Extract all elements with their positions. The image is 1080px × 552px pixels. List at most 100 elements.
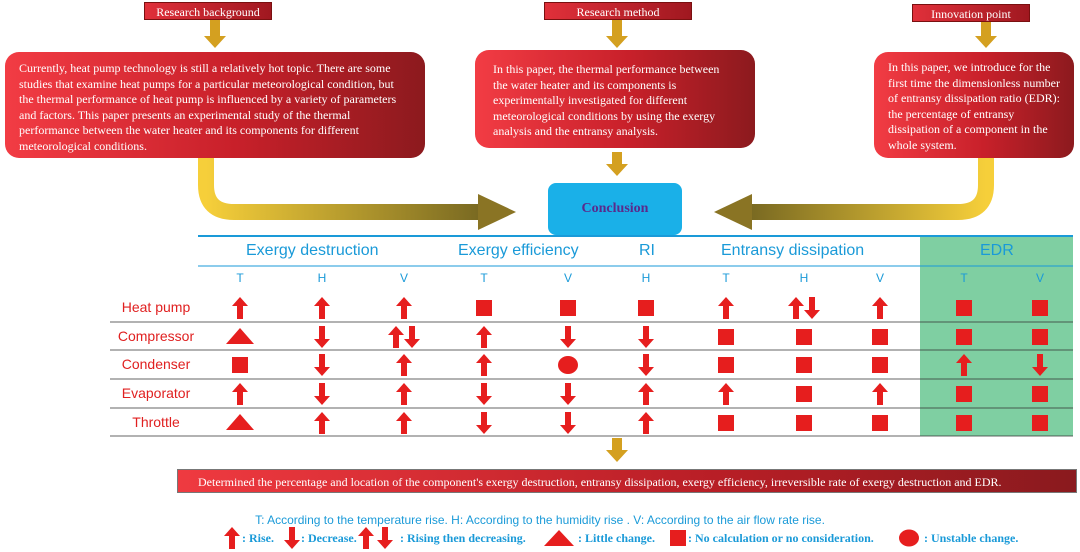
summary-bar: Determined the percentage and location o… (177, 469, 1077, 493)
sub-header-t: T (722, 271, 730, 285)
decrease-arrow-icon (560, 412, 576, 434)
sub-header-h: H (799, 271, 809, 285)
rise-arrow-icon (314, 412, 330, 434)
right-curved-arrow (752, 158, 994, 220)
rise-arrow-icon (872, 297, 888, 319)
row-label-evaporator: Evaporator (121, 385, 191, 401)
header-exergy-destruction: Exergy destruction (246, 242, 379, 259)
rise-arrow-icon (718, 383, 734, 405)
legend-rise-icon (224, 527, 240, 549)
innovation-point-box: In this paper, we introduce for the firs… (874, 52, 1074, 158)
no-calculation-square-icon (872, 329, 888, 345)
no-calculation-square-icon (956, 300, 972, 316)
no-calculation-square-icon (956, 329, 972, 345)
row-label-throttle: Throttle (132, 414, 180, 430)
no-calculation-square-icon (796, 386, 812, 402)
no-calculation-square-icon (560, 300, 576, 316)
decrease-arrow-icon (476, 383, 492, 405)
sub-header-h: H (317, 271, 327, 285)
sub-header-t: T (480, 271, 488, 285)
no-calculation-square-icon (638, 300, 654, 316)
left-curved-arrow (198, 158, 478, 220)
rise-arrow-icon (872, 383, 888, 405)
legend-rise-text: : Rise. (242, 531, 274, 545)
no-calculation-square-icon (718, 415, 734, 431)
decrease-arrow-icon (1032, 354, 1048, 376)
header-exergy-efficiency: Exergy efficiency (458, 242, 579, 259)
tag-innovation-point: Innovation point (912, 4, 1030, 22)
legend-triangle-icon (544, 530, 574, 546)
sub-header-v: V (875, 271, 884, 285)
table-symbols (226, 297, 1048, 434)
decrease-arrow-icon (314, 326, 330, 348)
legend-decrease-text: : Decrease. (301, 531, 357, 545)
no-calculation-square-icon (1032, 415, 1048, 431)
rise-arrow-icon (638, 383, 654, 405)
rise-arrow-icon (396, 297, 412, 319)
no-calculation-square-icon (796, 357, 812, 373)
rise-arrow-icon (232, 383, 248, 405)
legend-rising-then-text: : Rising then decreasing. (400, 531, 526, 545)
little-change-triangle-icon (226, 414, 254, 430)
sub-header-h: H (641, 271, 651, 285)
legend-abbreviations: T: According to the temperature rise. H:… (255, 513, 825, 527)
legend-no-calc-text: : No calculation or no consideration. (688, 531, 874, 545)
legend-square-icon (670, 530, 686, 546)
row-label-compressor: Compressor (117, 328, 195, 344)
no-calculation-square-icon (872, 357, 888, 373)
no-calculation-square-icon (232, 357, 248, 373)
decrease-arrow-icon (314, 383, 330, 405)
rise-arrow-icon (476, 326, 492, 348)
no-calculation-square-icon (796, 329, 812, 345)
tag-research-background: Research background (144, 2, 272, 20)
row-label-heat-pump: Heat pump (121, 299, 191, 315)
sub-header-t: T (236, 271, 244, 285)
decrease-arrow-icon (560, 383, 576, 405)
decrease-arrow-icon (638, 326, 654, 348)
no-calculation-square-icon (872, 415, 888, 431)
rise-arrow-icon (396, 412, 412, 434)
legend-decrease-icon (284, 527, 300, 549)
no-calculation-square-icon (796, 415, 812, 431)
no-calculation-square-icon (956, 415, 972, 431)
row-label-condenser: Condenser (121, 356, 191, 372)
decrease-arrow-icon (476, 412, 492, 434)
rise-arrow-icon (718, 297, 734, 319)
decrease-arrow-icon (404, 326, 420, 348)
decrease-arrow-icon (314, 354, 330, 376)
legend-updown-icon (358, 527, 393, 549)
research-background-box: Currently, heat pump technology is still… (5, 52, 425, 158)
row-dividers (110, 321, 1073, 437)
rise-arrow-icon (388, 326, 404, 348)
sub-header-v: V (1035, 271, 1044, 285)
research-method-box: In this paper, the thermal performance b… (475, 50, 755, 148)
sub-header-t: T (960, 271, 968, 285)
header-ri: RI (639, 242, 655, 259)
no-calculation-square-icon (476, 300, 492, 316)
unstable-change-circle-icon (558, 356, 578, 374)
rise-arrow-icon (788, 297, 804, 319)
header-edr: EDR (980, 242, 1014, 259)
no-calculation-square-icon (1032, 386, 1048, 402)
rise-arrow-icon (396, 383, 412, 405)
little-change-triangle-icon (226, 328, 254, 344)
decrease-arrow-icon (804, 297, 820, 319)
no-calculation-square-icon (956, 386, 972, 402)
legend-unstable-text: : Unstable change. (924, 531, 1019, 545)
sub-header-v: V (563, 271, 572, 285)
rise-arrow-icon (396, 354, 412, 376)
rise-arrow-icon (314, 297, 330, 319)
decrease-arrow-icon (638, 354, 654, 376)
decrease-arrow-icon (560, 326, 576, 348)
sub-header-v: V (399, 271, 408, 285)
no-calculation-square-icon (718, 329, 734, 345)
rise-arrow-icon (232, 297, 248, 319)
rise-arrow-icon (956, 354, 972, 376)
rise-arrow-icon (638, 412, 654, 434)
tag-research-method: Research method (544, 2, 692, 20)
no-calculation-square-icon (718, 357, 734, 373)
legend-circle-icon (899, 529, 919, 547)
no-calculation-square-icon (1032, 300, 1048, 316)
legend-little-text: : Little change. (578, 531, 655, 545)
